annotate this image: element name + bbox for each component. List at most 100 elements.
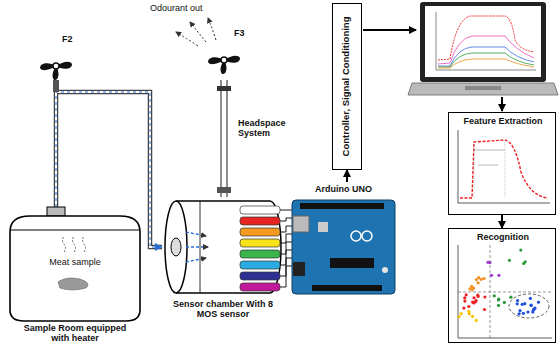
drawing-part xyxy=(478,165,498,166)
data-point xyxy=(460,312,463,315)
data-point xyxy=(483,308,486,311)
drawing-part xyxy=(171,238,181,256)
data-point xyxy=(486,261,489,264)
connector-line xyxy=(280,210,292,211)
drawing-part xyxy=(53,80,59,92)
output-arrow xyxy=(501,97,503,111)
drawing-part xyxy=(176,32,198,46)
chamber-label: Sensor chamber With 8 MOS sensor xyxy=(168,299,278,320)
headspace-label: Headspace System xyxy=(238,118,302,139)
drawing-part xyxy=(10,230,140,231)
data-point xyxy=(497,304,500,307)
mos-sensor xyxy=(240,228,280,236)
sample-text: Meat sample xyxy=(5,257,145,267)
drawing-part xyxy=(165,201,187,293)
drawing-part xyxy=(220,80,221,197)
drawing-part xyxy=(217,86,231,91)
drawing-part xyxy=(438,36,534,64)
data-point xyxy=(497,298,500,301)
drawing-part xyxy=(509,294,549,318)
mos-sensor xyxy=(240,261,280,269)
data-point xyxy=(490,274,493,277)
feature-chart xyxy=(458,130,550,203)
data-point xyxy=(524,260,527,263)
arduino-board xyxy=(292,200,395,294)
mos-sensor xyxy=(240,206,280,214)
mos-sensor xyxy=(240,250,280,258)
drawing-part xyxy=(465,86,501,90)
drawing-part xyxy=(221,57,227,63)
connector-line xyxy=(280,266,292,287)
data-point xyxy=(472,287,475,290)
drawing-part xyxy=(186,232,206,236)
drawing-part xyxy=(176,200,270,202)
connector xyxy=(502,215,503,228)
feature-box: Feature Extraction xyxy=(448,112,556,215)
drawing-part xyxy=(200,201,201,293)
drawing-part xyxy=(362,231,372,241)
drawing-part xyxy=(382,267,388,273)
drawing-part xyxy=(474,142,475,198)
data-point xyxy=(462,307,465,310)
data-point xyxy=(475,278,478,281)
output-arrow xyxy=(363,29,416,31)
drawing-part xyxy=(208,56,240,74)
drawing-part xyxy=(240,206,280,291)
data-point xyxy=(509,296,512,299)
drawing-part xyxy=(458,338,552,339)
data-point xyxy=(497,297,500,300)
drawing-part xyxy=(318,222,328,232)
drawing-part xyxy=(47,207,65,216)
data-point xyxy=(522,312,525,315)
data-point xyxy=(463,296,466,299)
connector-line xyxy=(280,226,292,232)
drawing-part xyxy=(58,278,88,290)
feature-heading: Feature Extraction xyxy=(451,116,555,126)
data-point xyxy=(480,278,483,281)
fan-f2 xyxy=(40,62,72,92)
connector-line xyxy=(280,218,292,221)
arduino-node: Arduino UNO xyxy=(290,182,397,297)
data-point xyxy=(471,315,474,318)
controller-text: Controller, Signal Conditioning xyxy=(341,5,352,166)
data-point xyxy=(529,297,532,300)
connector xyxy=(347,170,348,182)
data-point xyxy=(477,295,480,298)
drawing-part xyxy=(458,292,552,293)
data-point xyxy=(518,309,521,312)
drawing-part xyxy=(73,236,76,252)
drawing-part xyxy=(300,203,384,209)
data-point xyxy=(526,310,529,313)
drawing-part xyxy=(63,236,66,252)
drawing-part xyxy=(460,140,548,198)
drawing-part xyxy=(438,47,534,66)
connector xyxy=(280,210,292,287)
drawing-part xyxy=(293,262,305,276)
data-point xyxy=(516,302,519,305)
drawing-part xyxy=(10,216,140,321)
sensor-chamber-node: Sensor chamber With 8 MOS sensor xyxy=(163,195,282,330)
data-point xyxy=(468,287,471,290)
data-point xyxy=(465,293,468,296)
drawing-part xyxy=(83,236,86,252)
connector-line xyxy=(501,215,503,228)
drawing-part xyxy=(438,59,534,68)
drawing-part xyxy=(438,53,534,67)
drawing-part xyxy=(312,285,382,291)
recognition-heading: Recognition xyxy=(451,232,555,242)
drawing-part xyxy=(408,83,558,95)
data-point xyxy=(516,299,519,302)
sample-room-label: Sample Room equipped with heater xyxy=(15,323,135,344)
data-point xyxy=(537,301,540,304)
arduino-label: Arduino UNO xyxy=(290,184,397,194)
data-point xyxy=(530,304,533,307)
drawing-part xyxy=(186,258,206,262)
data-point xyxy=(474,300,477,303)
drawing-part xyxy=(425,6,541,77)
data-point xyxy=(467,305,470,308)
drawing-part xyxy=(226,80,227,197)
drawing-part xyxy=(458,130,459,203)
mos-sensor xyxy=(240,272,280,280)
